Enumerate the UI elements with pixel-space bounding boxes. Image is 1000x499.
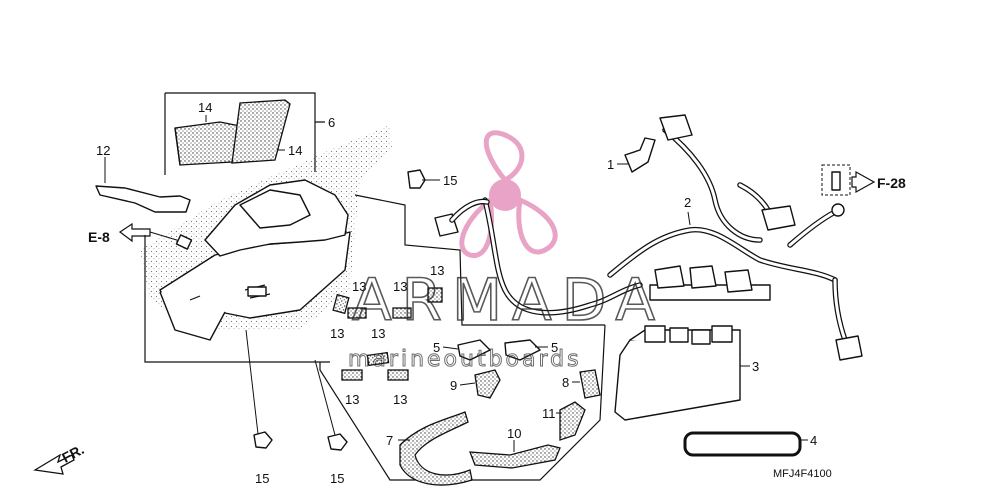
part-6-group-bracket [164,92,325,175]
callout-1: 1 [607,157,614,172]
leader-lines [205,115,691,452]
part-10 [469,444,561,469]
callout-9: 9 [450,378,457,393]
part-14-pads [174,99,291,166]
parts-5-clips [457,339,541,361]
main-bracket-assembly [159,179,351,341]
callout-13-f: 13 [345,392,359,407]
callout-15-mid: 15 [330,471,344,486]
callout-3: 3 [752,359,759,374]
watermark-logo [459,130,558,258]
front-direction-arrow [33,453,75,475]
callout-14-right: 14 [288,143,302,158]
callout-15-top: 15 [443,173,457,188]
diagram-code: MFJ4F4100 [773,468,832,480]
fastener-15-mid [314,359,348,451]
fastener-15-left [245,329,273,449]
callout-13-g: 13 [393,392,407,407]
callout-10: 10 [507,426,521,441]
part-7 [399,411,473,486]
callout-12: 12 [96,143,110,158]
callout-13-c: 13 [430,263,444,278]
ref-label-f28: F-28 [877,175,906,191]
callout-8: 8 [562,375,569,390]
part-11 [559,401,586,441]
callout-13-a: 13 [352,279,366,294]
callout-7: 7 [386,433,393,448]
callout-5-left: 5 [433,340,440,355]
clips-13 [332,287,443,381]
callout-5-right: 5 [551,340,558,355]
watermark-tagline: marineoutboards [348,347,582,372]
ref-arrow-e8 [118,222,193,250]
callout-15-left: 15 [255,471,269,486]
part-12-bracket [95,185,191,213]
callout-11: 11 [542,406,556,421]
harness-left [434,197,643,316]
callout-6: 6 [328,115,335,130]
callout-13-d: 13 [330,326,344,341]
fastener-15-top [407,169,440,189]
watermark-brand: ARMADA [352,266,665,334]
callout-14-top: 14 [198,100,212,115]
part-9 [474,369,501,399]
callout-13-b: 13 [393,279,407,294]
ref-label-e8: E-8 [88,229,110,245]
part-4-gasket [683,431,802,457]
part-1-clip [624,137,656,173]
callout-4: 4 [810,433,817,448]
ref-arrow-f28 [821,164,876,196]
part-8 [579,369,601,399]
callout-13-e: 13 [371,326,385,341]
callout-2: 2 [684,195,691,210]
harness-2 [607,114,863,361]
part-3-module [614,325,750,421]
